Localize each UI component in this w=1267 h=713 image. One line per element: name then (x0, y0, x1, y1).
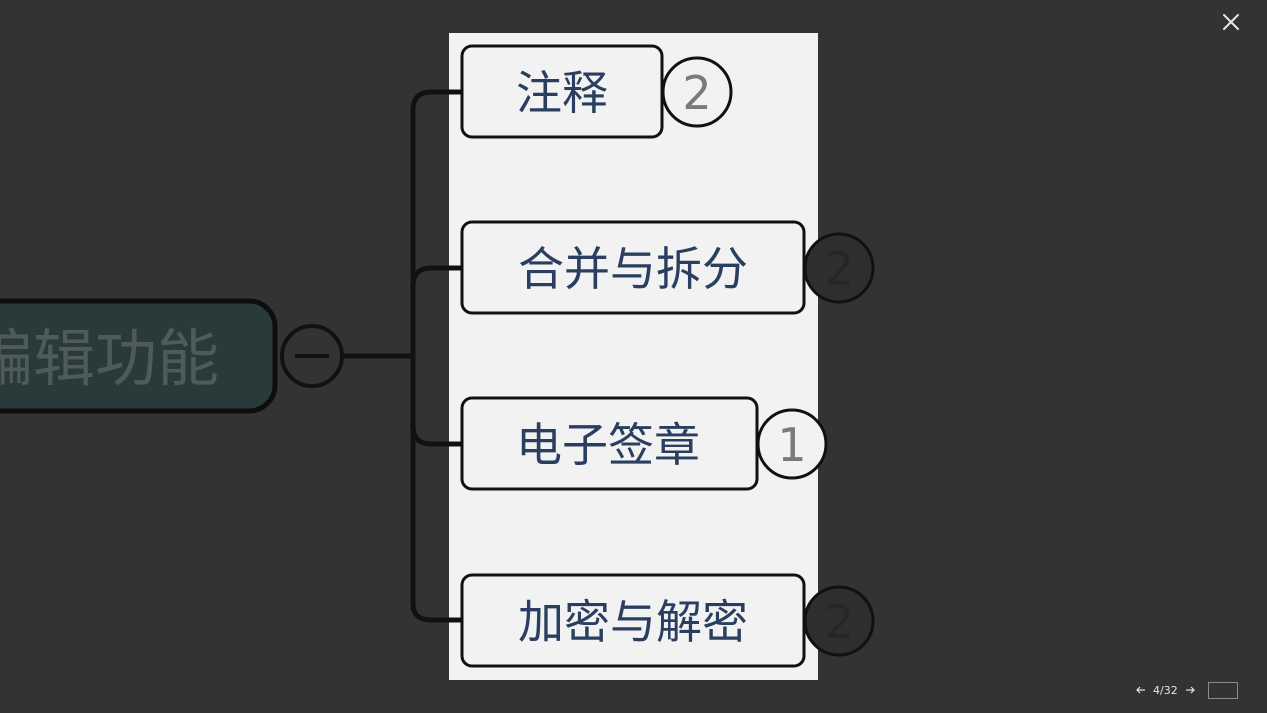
collapse-minus-icon[interactable] (280, 324, 344, 388)
child-count-badge: 2 (803, 585, 875, 657)
connector-branch-4 (410, 601, 465, 623)
child-node-label: 合并与拆分 (518, 242, 748, 296)
connector-branch-2 (410, 265, 465, 289)
connector-branch-3 (410, 423, 465, 447)
child-node-merge-split[interactable]: 合并与拆分 (460, 220, 806, 315)
mindmap-connectors (341, 89, 465, 623)
child-count-badge: 2 (661, 56, 733, 128)
next-page-button[interactable] (1182, 682, 1198, 698)
child-node-label: 注释 (516, 66, 608, 120)
root-node-box (0, 298, 278, 414)
root-node-label: 编辑功能 (0, 322, 219, 395)
child-count-value: 1 (777, 418, 806, 472)
page-separator: / (1160, 683, 1164, 697)
child-count-badge: 1 (756, 408, 828, 480)
page-jump-input[interactable] (1207, 681, 1238, 699)
child-count-value: 2 (824, 595, 853, 649)
child-node-annotation[interactable]: 注释 (460, 44, 664, 139)
connector-branch-1 (410, 89, 465, 113)
child-node-label: 电子签章 (516, 418, 700, 472)
page-total: 32 (1163, 683, 1178, 697)
slide-canvas (449, 33, 818, 680)
close-icon (1223, 14, 1239, 30)
arrow-right-icon (1185, 686, 1195, 694)
close-button[interactable] (1219, 10, 1243, 34)
page-indicator: 4/32 (1149, 684, 1182, 697)
root-node[interactable]: 编辑功能 (0, 298, 278, 414)
prev-page-button[interactable] (1133, 682, 1149, 698)
arrow-left-icon (1136, 686, 1145, 694)
child-count-value: 2 (824, 242, 853, 296)
child-node-label: 加密与解密 (518, 595, 748, 649)
child-count-value: 2 (682, 66, 711, 120)
child-node-encrypt-decrypt[interactable]: 加密与解密 (460, 573, 806, 668)
child-node-e-signature[interactable]: 电子签章 (460, 396, 759, 491)
page-current: 4 (1153, 683, 1160, 697)
child-count-badge: 2 (803, 232, 875, 304)
page-navigator: 4/32 (1133, 680, 1238, 700)
